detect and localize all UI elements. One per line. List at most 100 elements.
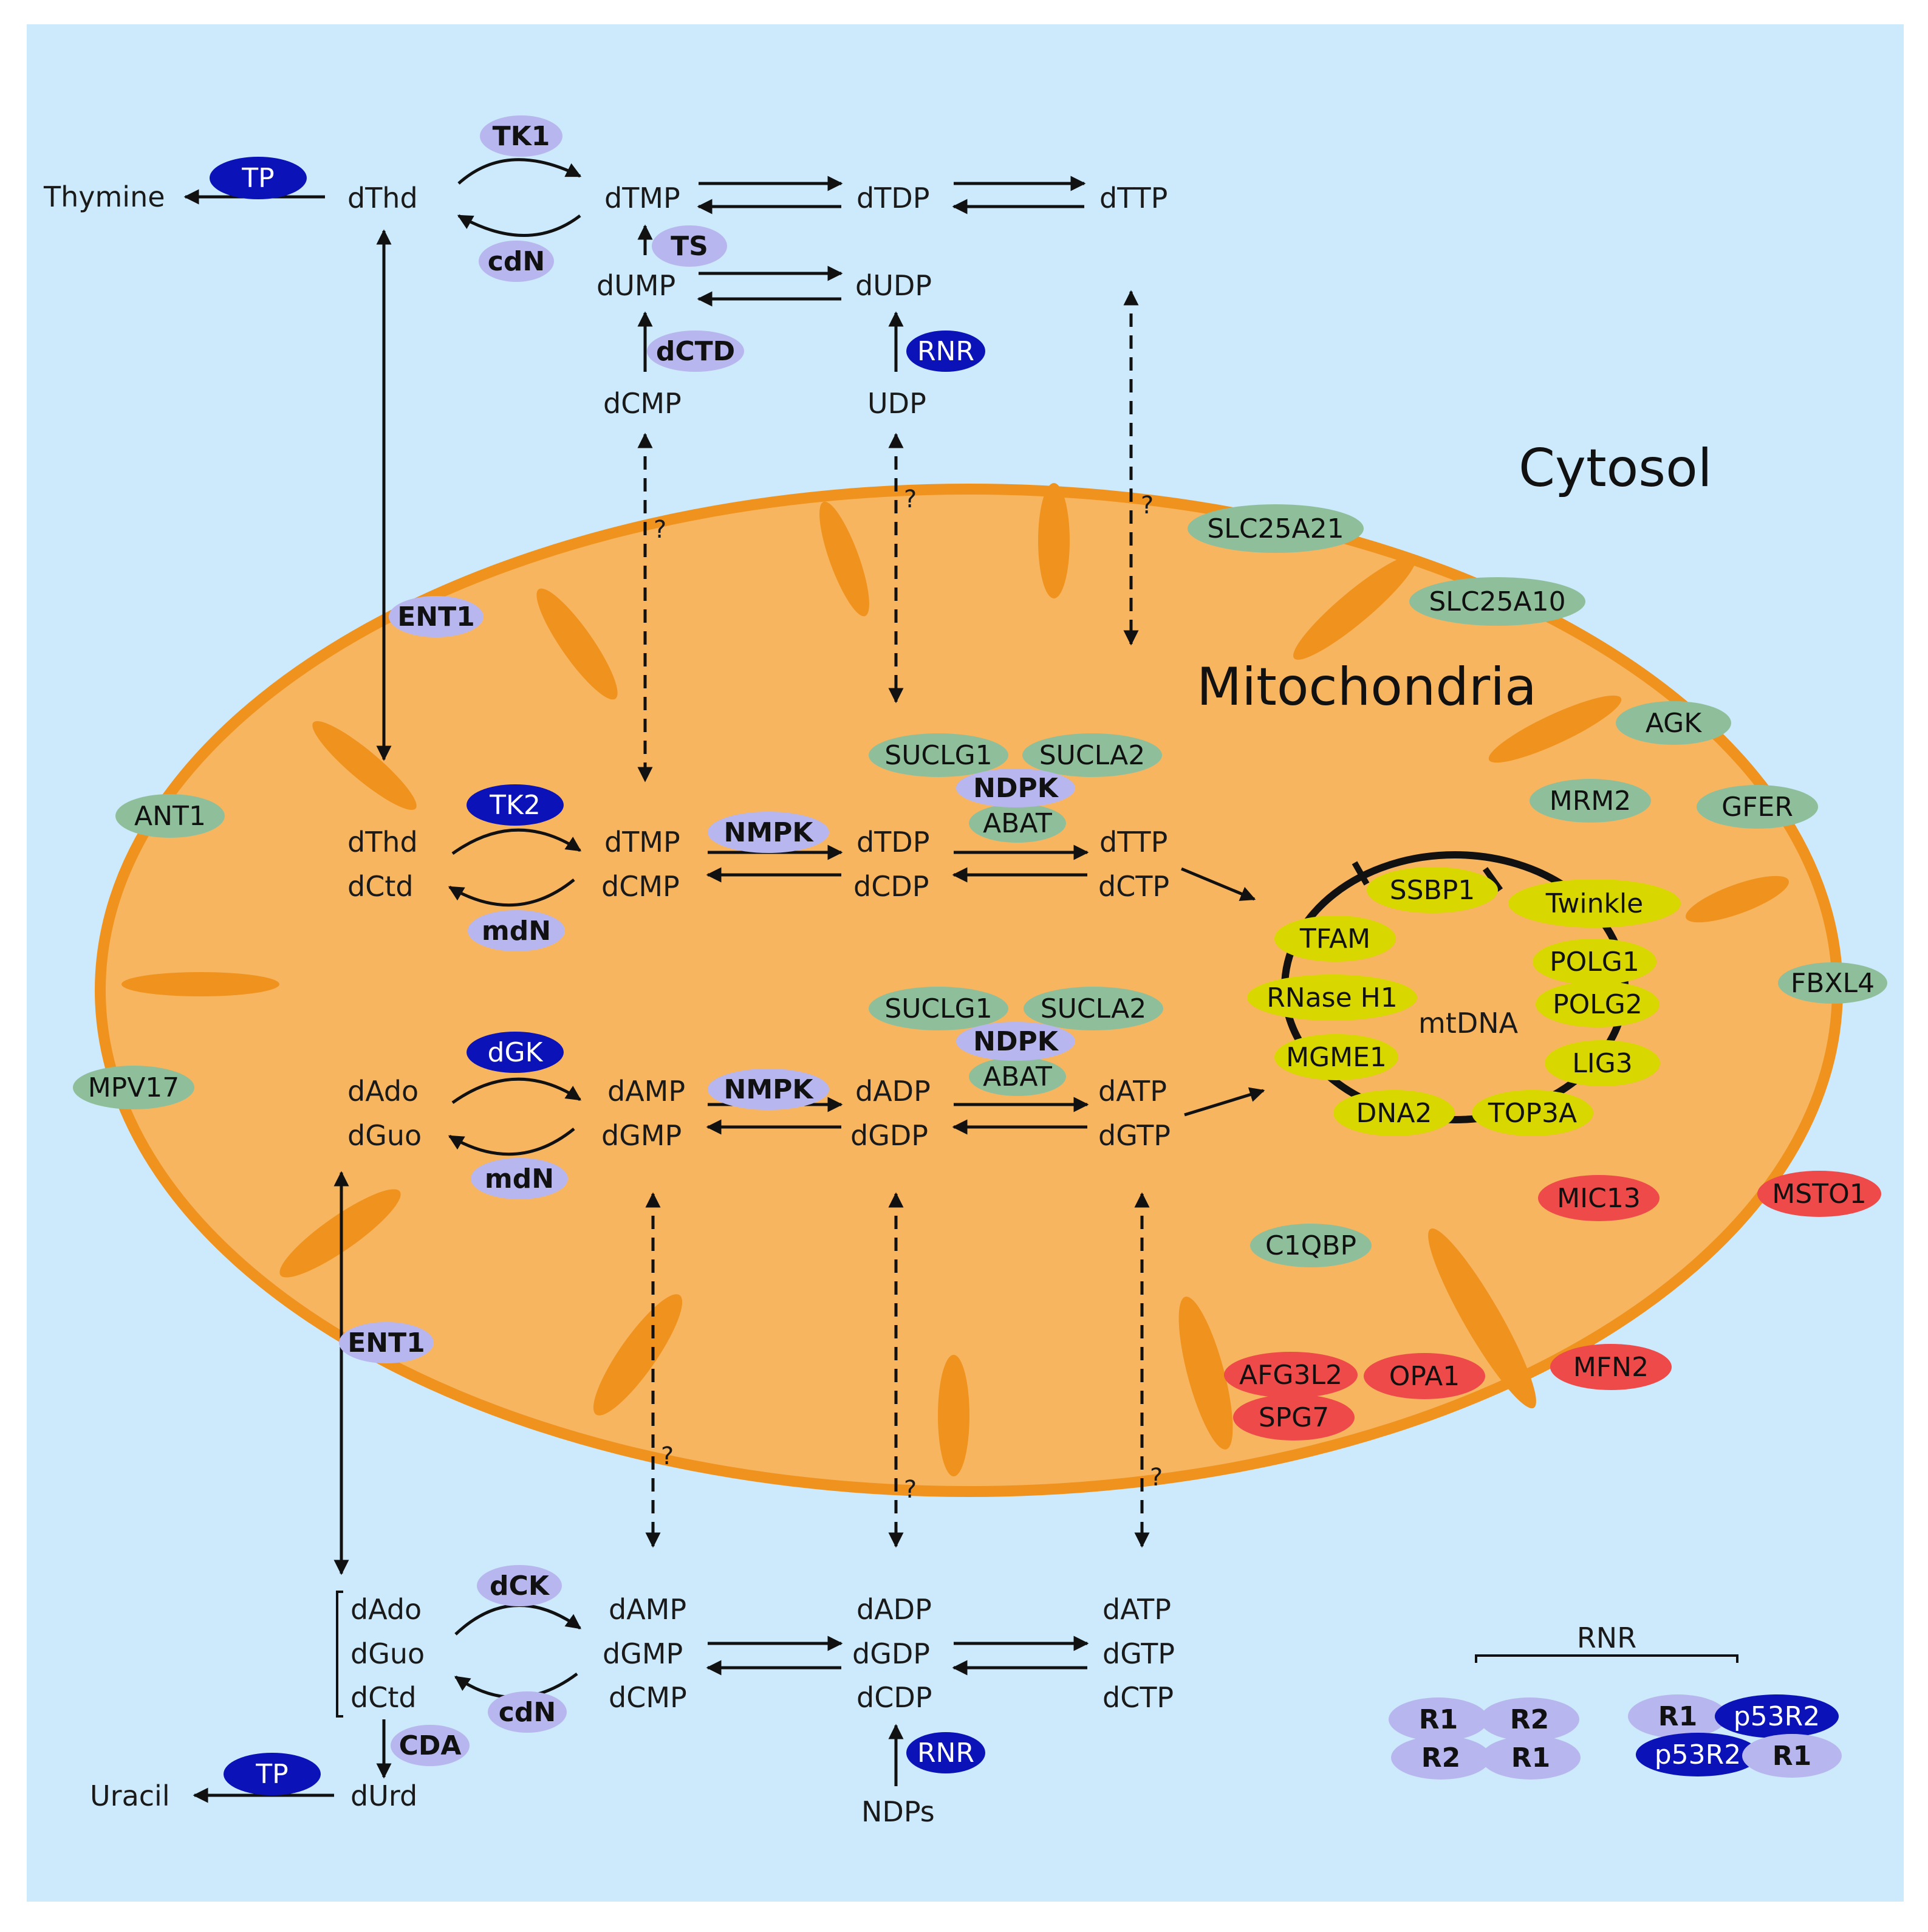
svg-text:MSTO1: MSTO1 bbox=[1772, 1179, 1866, 1210]
rnr-complex-r1p53r2: R1 p53R2 p53R2 R1 bbox=[1628, 1694, 1842, 1778]
svg-text:CDA: CDA bbox=[399, 1730, 462, 1761]
metabolite-ndps: NDPs bbox=[861, 1795, 935, 1828]
enzyme-tk1: TK1 bbox=[480, 115, 562, 157]
rnr-subunit: R2 bbox=[1480, 1697, 1579, 1741]
svg-text:R2: R2 bbox=[1510, 1704, 1550, 1735]
unknown-transporter-mark: ? bbox=[654, 516, 666, 544]
membrane-proteins-green: SLC25A21 SLC25A10 AGK MRM2 GFER FBXL4 AN… bbox=[73, 504, 1887, 1267]
protein-slc25a10: SLC25A10 bbox=[1409, 577, 1585, 626]
svg-text:TOP3A: TOP3A bbox=[1488, 1098, 1577, 1129]
metabolite-dudp: dUDP bbox=[855, 269, 932, 302]
protein-msto1: MSTO1 bbox=[1757, 1171, 1881, 1217]
svg-text:p53R2: p53R2 bbox=[1655, 1739, 1741, 1770]
metabolite-dcmp-cytosol-bottom: dCMP bbox=[609, 1681, 687, 1714]
protein-ant1: ANT1 bbox=[115, 794, 225, 838]
svg-text:C1QBP: C1QBP bbox=[1265, 1230, 1356, 1261]
metabolite-dctp-cytosol: dCTP bbox=[1102, 1681, 1174, 1714]
svg-text:DNA2: DNA2 bbox=[1356, 1098, 1432, 1129]
cytosol-bottom-pathway: dAdo dGuo dCtd dAMP dGMP dCMP dADP dGDP … bbox=[90, 1565, 1175, 1828]
svg-text:MPV17: MPV17 bbox=[88, 1072, 180, 1103]
metabolite-damp-cytosol: dAMP bbox=[609, 1593, 686, 1626]
svg-text:ENT1: ENT1 bbox=[397, 601, 475, 632]
svg-text:TS: TS bbox=[671, 231, 708, 262]
metabolite-dguo-mito: dGuo bbox=[347, 1119, 422, 1152]
enzyme-rnr-cytosol-bottom: RNR bbox=[906, 1732, 985, 1773]
enzyme-rnr-cytosol-top: RNR bbox=[906, 331, 985, 372]
svg-text:SUCLG1: SUCLG1 bbox=[884, 993, 992, 1024]
metabolite-durd: dUrd bbox=[350, 1780, 417, 1812]
protein-mrm2: MRM2 bbox=[1530, 779, 1651, 823]
svg-text:cdN: cdN bbox=[499, 1697, 556, 1728]
metabolite-dtdp-mito: dTDP bbox=[856, 826, 929, 858]
enzyme-nmpk-purine: NMPK bbox=[708, 1069, 829, 1110]
svg-text:SLC25A21: SLC25A21 bbox=[1207, 513, 1344, 544]
rnr-subunit: p53R2 bbox=[1636, 1733, 1760, 1776]
svg-text:p53R2: p53R2 bbox=[1734, 1701, 1820, 1732]
svg-text:RNR: RNR bbox=[917, 336, 974, 367]
metabolite-dgmp-cytosol: dGMP bbox=[603, 1637, 683, 1670]
rnr-subunit: R1 bbox=[1481, 1736, 1581, 1780]
svg-text:ABAT: ABAT bbox=[983, 808, 1052, 839]
svg-text:TK2: TK2 bbox=[489, 790, 541, 821]
protein-top3a: TOP3A bbox=[1472, 1090, 1593, 1136]
svg-text:TFAM: TFAM bbox=[1299, 923, 1370, 954]
metabolite-dctd-cytosol: dCtd bbox=[350, 1681, 417, 1714]
protein-mfn2: MFN2 bbox=[1550, 1344, 1672, 1390]
svg-text:Twinkle: Twinkle bbox=[1545, 888, 1643, 919]
svg-text:AGK: AGK bbox=[1646, 708, 1702, 739]
mtdna-label: mtDNA bbox=[1418, 1007, 1519, 1040]
svg-text:RNase H1: RNase H1 bbox=[1267, 982, 1398, 1013]
protein-opa1: OPA1 bbox=[1364, 1353, 1485, 1399]
metabolite-dttp-mito: dTTP bbox=[1099, 826, 1167, 858]
svg-text:R1: R1 bbox=[1658, 1701, 1698, 1732]
metabolite-uracil: Uracil bbox=[90, 1780, 170, 1812]
svg-text:dGK: dGK bbox=[488, 1037, 544, 1068]
svg-text:MRM2: MRM2 bbox=[1550, 786, 1632, 817]
metabolite-dadp-mito: dADP bbox=[855, 1075, 931, 1108]
svg-text:dCTD: dCTD bbox=[656, 336, 735, 367]
enzyme-mdn-purine: mdN bbox=[471, 1158, 568, 1199]
metabolite-dctd-mito: dCtd bbox=[347, 870, 414, 903]
svg-text:SUCLG1: SUCLG1 bbox=[884, 740, 992, 771]
metabolite-dcdp-mito: dCDP bbox=[853, 870, 929, 903]
svg-text:R1: R1 bbox=[1772, 1741, 1812, 1772]
svg-text:FBXL4: FBXL4 bbox=[1791, 968, 1875, 999]
enzyme-ndpk-pyrimidine: NDPK bbox=[956, 769, 1075, 807]
rnr-bracket-label: RNR bbox=[1577, 1622, 1636, 1654]
cytosol-top-pathway: Thymine dThd dTMP dTDP dTTP dUMP dUDP dC… bbox=[43, 115, 1167, 420]
metabolite-dcmp-mito: dCMP bbox=[601, 870, 680, 903]
protein-fbxl4: FBXL4 bbox=[1778, 962, 1887, 1004]
metabolite-dcdp-cytosol: dCDP bbox=[856, 1681, 932, 1714]
mtdna-replisome: mtDNA SSBP1 Twinkle TFAM POLG1 RNase H1 … bbox=[1247, 851, 1681, 1136]
protein-slc25a21: SLC25A21 bbox=[1188, 504, 1364, 553]
svg-text:TP: TP bbox=[255, 1759, 288, 1790]
metabolite-dadp-cytosol: dADP bbox=[856, 1593, 932, 1626]
rnr-subunit-legend: RNR R1 R2 R2 R1 R1 bbox=[1389, 1622, 1842, 1780]
svg-text:LIG3: LIG3 bbox=[1572, 1048, 1633, 1079]
dynamics-proteins-red: MIC13 MSTO1 AFG3L2 SPG7 OPA1 MFN2 bbox=[1224, 1171, 1881, 1440]
enzyme-dctd: dCTD bbox=[647, 331, 744, 372]
protein-rnase-h1: RNase H1 bbox=[1247, 975, 1417, 1021]
protein-ssbp1: SSBP1 bbox=[1367, 867, 1498, 913]
enzyme-ts: TS bbox=[652, 225, 727, 267]
protein-spg7: SPG7 bbox=[1233, 1394, 1355, 1440]
protein-mpv17: MPV17 bbox=[73, 1066, 194, 1109]
metabolite-thymine: Thymine bbox=[43, 180, 165, 213]
svg-text:cdN: cdN bbox=[488, 246, 545, 277]
metabolite-dtmp-mito: dTMP bbox=[604, 826, 680, 858]
metabolite-dgtp-mito: dGTP bbox=[1098, 1119, 1171, 1152]
svg-text:ENT1: ENT1 bbox=[347, 1327, 425, 1358]
rnr-subunit: R1 bbox=[1742, 1734, 1842, 1778]
metabolite-datp-mito: dATP bbox=[1098, 1075, 1167, 1108]
rnr-subunit: R1 bbox=[1389, 1697, 1488, 1741]
svg-text:mdN: mdN bbox=[485, 1163, 554, 1194]
svg-text:POLG1: POLG1 bbox=[1550, 947, 1639, 978]
protein-c1qbp: C1QBP bbox=[1250, 1224, 1372, 1267]
enzyme-mdn-pyrimidine: mdN bbox=[468, 910, 565, 951]
protein-mgme1: MGME1 bbox=[1274, 1034, 1398, 1080]
unknown-transporter-mark: ? bbox=[661, 1442, 674, 1470]
svg-text:POLG2: POLG2 bbox=[1553, 989, 1643, 1020]
rnr-complex-r1r2: R1 R2 R2 R1 bbox=[1389, 1697, 1581, 1780]
svg-text:TK1: TK1 bbox=[493, 121, 550, 152]
